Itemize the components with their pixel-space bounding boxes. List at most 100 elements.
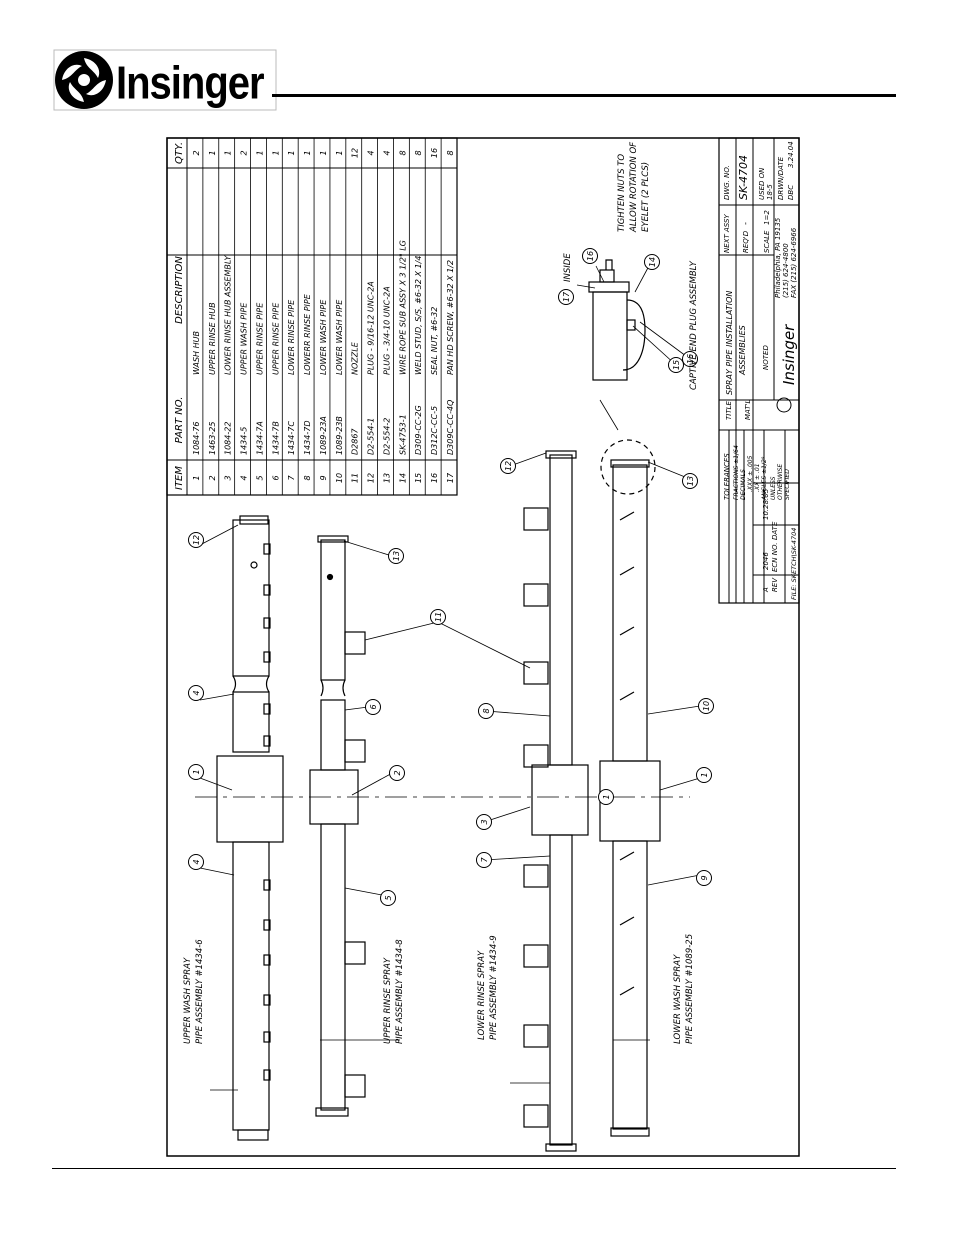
table-cell-qty: 1 — [319, 150, 328, 155]
lower-wash-label: LOWER WASH SPRAY — [673, 954, 683, 1044]
title-block-dwg-no: SK-4704 — [737, 155, 750, 200]
table-cell-description: UPPER WASH PIPE — [240, 302, 249, 375]
upper-wash-label: UPPER WASH SPRAY — [183, 957, 193, 1044]
balloon-label: 2 — [393, 770, 402, 775]
title-block-company: Insinger — [780, 324, 798, 385]
table-cell-part-no: D312C-CC-5 — [430, 406, 439, 455]
table-cell-part-no: SK-4753-1 — [398, 414, 407, 455]
balloon-item-4: 4 — [188, 685, 204, 701]
title-block-phone: (215) 624-4800 — [782, 243, 790, 298]
table-cell-part-no: D309C-CC-4Q — [446, 400, 455, 455]
table-cell-item: 2 — [208, 475, 217, 480]
table-cell-qty: 1 — [224, 150, 233, 155]
title-block-drwn-by: DBC — [787, 185, 795, 200]
title-block-otherwise: OTHERWISE — [777, 464, 784, 500]
table-cell-qty: 1 — [271, 150, 280, 155]
table-cell-qty: 8 — [398, 150, 407, 155]
balloon-label: 10 — [702, 701, 711, 711]
leader-lines — [199, 263, 701, 1091]
table-cell-qty: 1 — [208, 150, 217, 155]
table-cell-part-no: 1089-23A — [319, 416, 328, 455]
table-cell-qty: 2 — [192, 150, 201, 155]
table-cell-part-no: D2867 — [351, 428, 360, 455]
lower-rinse-label: LOWER RINSE SPRAY — [477, 950, 487, 1040]
title-block-unless: UNLESS — [770, 476, 777, 500]
table-cell-item: 3 — [224, 475, 233, 480]
table-header: DESCRIPTION — [174, 256, 185, 324]
table-cell-item: 12 — [367, 473, 376, 483]
header-rule — [272, 94, 896, 97]
title-block-fax: FAX (215) 624-6966 — [790, 227, 798, 298]
table-cell-part-no: D2-554-1 — [367, 418, 376, 455]
title-block-title-label: TITLE — [725, 400, 733, 420]
balloon-label: 4 — [192, 859, 201, 864]
title-block-next-assy-label: NEXT ASSY — [723, 214, 731, 253]
balloon-label: 13 — [392, 551, 401, 561]
balloon-label: 16 — [686, 354, 695, 364]
balloon-label: 15 — [672, 360, 681, 370]
balloon-label: 12 — [192, 535, 201, 545]
title-block-reqd-label: REQ'D — [742, 230, 750, 253]
table-cell-description: SEAL NUT, #6-32 — [430, 307, 439, 375]
balloon-label: 4 — [192, 690, 201, 695]
table-cell-description: LOWERR RINSE PIPE — [303, 293, 312, 375]
balloon-item-16: 16 — [582, 248, 598, 264]
lower-rinse-pipe-assembly — [523, 450, 589, 1152]
balloon-item-12: 12 — [188, 532, 204, 548]
balloon-item-3: 3 — [476, 814, 492, 830]
table-cell-item: 9 — [319, 475, 328, 480]
table-cell-qty: 1 — [255, 150, 264, 155]
balloon-item-4: 4 — [188, 854, 204, 870]
title-block-fractions: FRACTIONS ±1/64 — [733, 445, 740, 500]
balloon-item-17: 17 — [558, 289, 574, 305]
lower-wash-pipe-assembly — [599, 439, 661, 1137]
table-cell-qty: 8 — [414, 150, 423, 155]
title-block-matl-value: NOTED — [762, 345, 770, 370]
table-cell-part-no: D2-554-2 — [382, 418, 391, 455]
balloon-label: 13 — [686, 476, 695, 486]
title-block-used-on-value: 18-5 — [766, 184, 774, 200]
balloon-item-9: 9 — [696, 870, 712, 886]
balloon-item-2: 2 — [389, 765, 405, 781]
title-block-specified: SPECIFIED — [784, 469, 791, 500]
balloon-item-16: 16 — [682, 351, 698, 367]
table-header: ITEM — [174, 466, 185, 490]
lower-rinse-label-2: PIPE ASSEMBLY #1434-9 — [489, 935, 499, 1040]
table-cell-item: 14 — [398, 473, 407, 483]
balloon-item-1: 1 — [598, 789, 614, 805]
table-cell-qty: 2 — [240, 150, 249, 155]
table-cell-qty: 12 — [351, 148, 360, 158]
title-block-xxx: .XXX ± .005 — [747, 455, 754, 492]
table-cell-description: WASH HUB — [192, 331, 201, 375]
table-cell-description: LOWER WASH PIPE — [335, 299, 344, 375]
table-cell-description: LOWER RINSE HUB ASSEMBLY — [224, 254, 233, 375]
table-cell-qty: 4 — [382, 150, 391, 155]
upper-rinse-label-2: PIPE ASSEMBLY #1434-8 — [395, 939, 405, 1044]
table-cell-part-no: 1463-25 — [208, 422, 217, 455]
balloon-label: 11 — [434, 612, 443, 622]
tighten-label-3: EYELET (2 PLCS) — [641, 162, 651, 232]
balloon-label: 9 — [700, 875, 709, 880]
title-block-scale-label: SCALE — [763, 230, 771, 253]
table-cell-part-no: 1434-5 — [240, 427, 249, 455]
balloon-label: 5 — [384, 895, 393, 900]
table-cell-qty: 16 — [430, 148, 439, 158]
balloon-label: 17 — [562, 291, 571, 302]
title-block-ecn-label: ECN NO. — [771, 543, 779, 572]
title-block-logo-icon — [776, 397, 792, 413]
table-cell-part-no: 1434-7A — [255, 421, 264, 455]
footer-rule — [52, 1168, 896, 1169]
table-cell-description: PLUG - 3/4-10 UNC-2A — [382, 286, 391, 375]
balloon-item-8: 8 — [478, 703, 494, 719]
table-cell-description: WIRE ROPE SUB ASSY X 3 1/2" LG — [398, 240, 407, 375]
title-block-rev-value: A — [762, 587, 770, 593]
table-cell-item: 5 — [255, 475, 264, 480]
title-block-used-on-label: USED ON — [758, 167, 766, 200]
table-cell-qty: 1 — [287, 150, 296, 155]
title-block-dwg-no-label: DWG. NO. — [723, 165, 731, 200]
table-cell-qty: 4 — [367, 150, 376, 155]
title-block-date-label: DATE — [771, 521, 779, 540]
balloon-item-6: 6 — [365, 699, 381, 715]
